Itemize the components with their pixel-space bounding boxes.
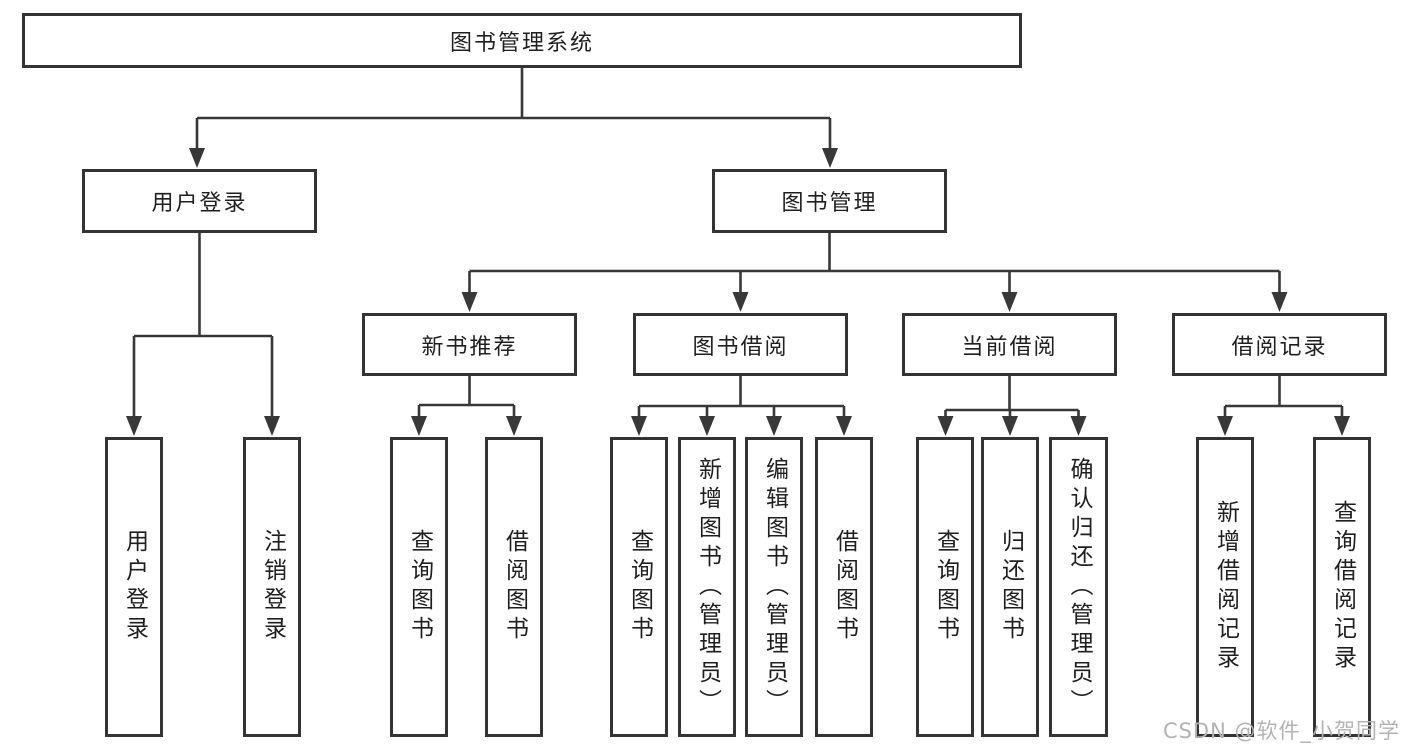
- leaf-current-return-books: 归还图书: [981, 437, 1039, 737]
- node-label: 当前借阅: [961, 334, 1058, 360]
- leaf-recommend-query-books: 查询图书: [390, 437, 448, 737]
- node-label: 查询图书: [406, 529, 433, 645]
- arrowheads: [126, 148, 1350, 436]
- node-label: 查询图书: [932, 529, 959, 645]
- leaf-records-query-record: 查询借阅记录: [1313, 437, 1371, 737]
- node-borrowing-records: 借阅记录: [1172, 313, 1387, 376]
- node-label: 借阅记录: [1231, 334, 1328, 360]
- leaf-current-confirm-return-admin: 确认归还（管理员）: [1049, 437, 1108, 737]
- node-current-borrowing: 当前借阅: [902, 313, 1117, 376]
- node-book-management: 图书管理: [712, 169, 947, 233]
- node-user-login: 用户登录: [82, 169, 317, 233]
- node-label: 新增图书（管理员）: [694, 456, 721, 718]
- node-label: 新书推荐: [421, 334, 518, 360]
- node-label: 查询图书: [626, 529, 653, 645]
- node-label: 编辑图书（管理员）: [761, 456, 788, 718]
- node-new-book-recommend: 新书推荐: [362, 313, 577, 376]
- node-label: 借阅图书: [831, 529, 858, 645]
- leaf-borrowing-add-books-admin: 新增图书（管理员）: [678, 437, 736, 737]
- node-root: 图书管理系统: [22, 13, 1022, 68]
- csdn-watermark: CSDN @软件_小贺同学: [1162, 719, 1400, 743]
- node-label: 注销登录: [259, 529, 286, 645]
- node-book-borrowing: 图书借阅: [633, 313, 848, 376]
- leaf-logout: 注销登录: [243, 437, 301, 737]
- node-label: 归还图书: [997, 529, 1024, 645]
- leaf-user-login: 用户登录: [105, 437, 163, 737]
- leaf-records-add-record: 新增借阅记录: [1196, 437, 1254, 737]
- node-label: 用户登录: [151, 191, 248, 216]
- node-label: 图书借阅: [692, 334, 789, 360]
- node-label: 确认归还（管理员）: [1066, 456, 1092, 718]
- leaf-current-query-books: 查询图书: [916, 437, 974, 737]
- node-label: 查询借阅记录: [1329, 500, 1356, 674]
- leaf-borrowing-borrow-books: 借阅图书: [815, 437, 873, 737]
- node-label: 图书管理: [781, 191, 878, 216]
- node-label: 借阅图书: [501, 529, 528, 645]
- node-label: 用户登录: [121, 529, 148, 645]
- leaf-borrowing-query-books: 查询图书: [610, 437, 668, 737]
- node-label: 图书管理系统: [449, 30, 594, 56]
- leaf-recommend-borrow-books: 借阅图书: [485, 437, 543, 737]
- leaf-borrowing-edit-books-admin: 编辑图书（管理员）: [745, 437, 803, 737]
- node-label: 新增借阅记录: [1212, 500, 1239, 674]
